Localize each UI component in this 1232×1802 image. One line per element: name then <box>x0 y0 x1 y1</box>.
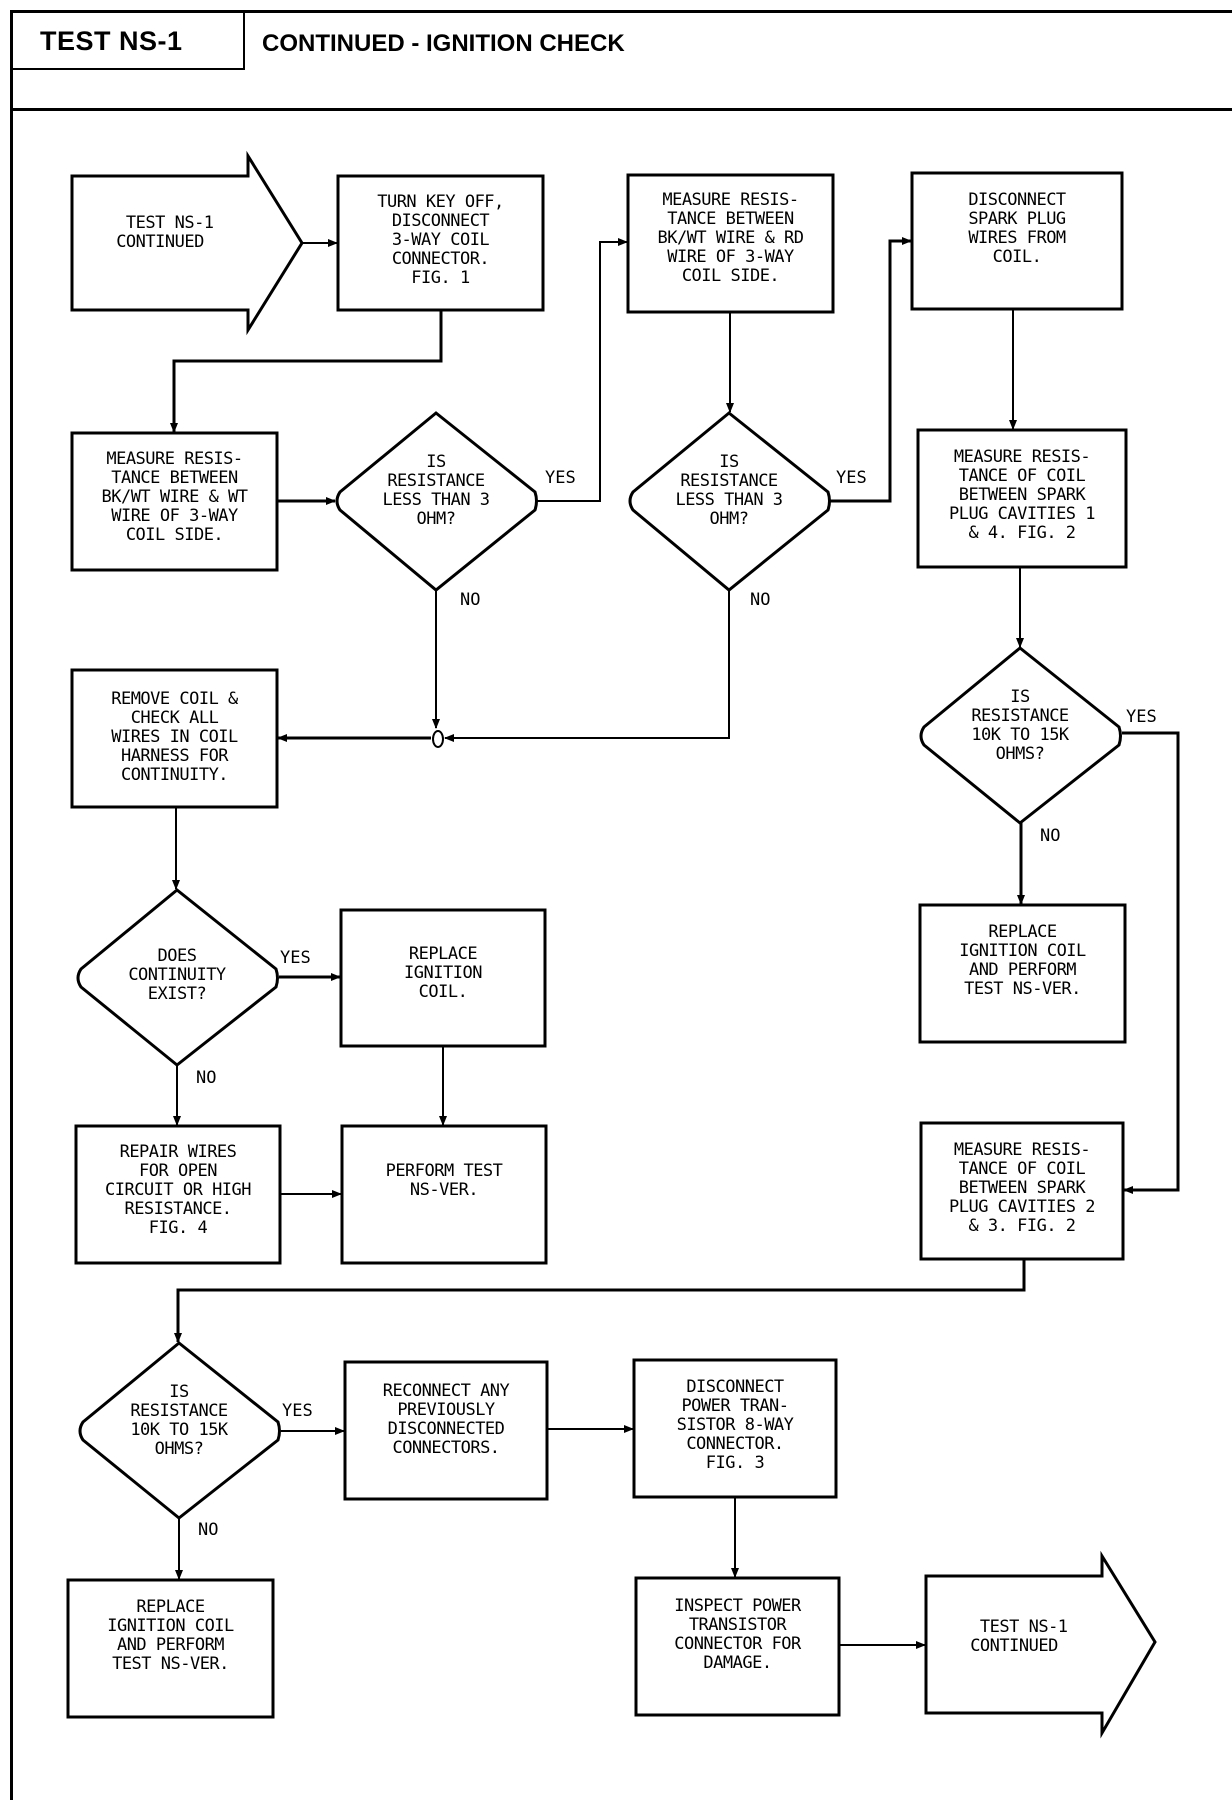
replace-coil-b-text: REPLACE IGNITION COIL. <box>404 944 482 1002</box>
end-arrow-shape <box>924 1550 1157 1739</box>
inspect-transistor-box-visible <box>634 1576 841 1717</box>
edge-decision-b-no <box>444 590 730 742</box>
measure-cav-1-4-box <box>916 428 1128 569</box>
test-id: TEST NS-1 <box>40 26 183 56</box>
decision-10k-a-yes-label: YES <box>1126 707 1157 727</box>
replace-coil-a-text: REPLACE IGNITION COIL AND PERFORM TEST N… <box>959 922 1086 999</box>
end-arrow-text: TEST NS-1 CONTINUED <box>970 1617 1068 1656</box>
decision-10k-b-yes-label: YES <box>282 1401 313 1421</box>
decision-lt3-a-yes-label: YES <box>545 468 576 488</box>
decision-lt3-b-text: IS RESISTANCE LESS THAN 3 OHM? <box>675 452 783 529</box>
measure-bkwt-wt-box <box>70 431 279 572</box>
decision-continuity-no-label: NO <box>196 1068 217 1088</box>
turn-key-off-box <box>336 174 545 312</box>
decision-10k-a-no-label: NO <box>1040 826 1061 846</box>
frame-left-border <box>10 10 13 1800</box>
replace-coil-c-box <box>66 1578 275 1719</box>
perform-test-box <box>340 1124 548 1265</box>
reconnect-text: RECONNECT ANY PREVIOUSLY DISCONNECTED CO… <box>382 1381 510 1458</box>
decision-10k-a-text: IS RESISTANCE 10K TO 15K OHMS? <box>971 687 1069 764</box>
test-id-box <box>10 10 245 70</box>
edge-decision-b-yes <box>830 237 912 503</box>
turn-key-off-text: TURN KEY OFF, DISCONNECT 3-WAY COIL CONN… <box>377 192 504 288</box>
replace-coil-b-box <box>339 908 547 1048</box>
decision-lt3-b-no-label: NO <box>750 590 771 610</box>
header-divider <box>10 108 1232 111</box>
decision-lt3-b-yes-label: YES <box>836 468 867 488</box>
repair-wires-text: REPAIR WIRES FOR OPEN CIRCUIT OR HIGH RE… <box>104 1142 252 1238</box>
replace-coil-c-text: REPLACE IGNITION COIL AND PERFORM TEST N… <box>107 1597 234 1674</box>
decision-10k-b-no-label: NO <box>198 1520 219 1540</box>
measure-cav-1-4-text: MEASURE RESIS- TANCE OF COIL BETWEEN SPA… <box>948 447 1096 543</box>
reconnect-box <box>343 1360 549 1501</box>
measure-cav-2-3-box <box>919 1121 1125 1261</box>
start-arrow-text: TEST NS-1 CONTINUED <box>116 213 214 252</box>
edge-decision-10k-a-yes <box>1122 731 1180 1194</box>
replace-coil-a-box <box>918 903 1127 1044</box>
perform-test-text: PERFORM TEST NS-VER. <box>385 1161 503 1200</box>
remove-coil-text: REMOVE COIL & CHECK ALL WIRES IN COIL HA… <box>111 689 238 785</box>
start-arrow-shape <box>70 150 304 336</box>
decision-continuity-text: DOES CONTINUITY EXIST? <box>128 946 226 1004</box>
measure-bkwt-wt-text: MEASURE RESIS- TANCE BETWEEN BK/WT WIRE … <box>101 449 248 545</box>
decision-lt3-a-text: IS RESISTANCE LESS THAN 3 OHM? <box>382 452 490 529</box>
decision-10k-b-text: IS RESISTANCE 10K TO 15K OHMS? <box>130 1382 228 1459</box>
measure-cav-2-3-text: MEASURE RESIS- TANCE OF COIL BETWEEN SPA… <box>948 1140 1096 1236</box>
decision-continuity-yes-label: YES <box>280 948 311 968</box>
page-title: CONTINUED - IGNITION CHECK <box>262 30 625 57</box>
edge-turn-key-off-to-measure-wt <box>170 310 443 433</box>
inspect-transistor-text: INSPECT POWER TRANSISTOR CONNECTOR FOR D… <box>674 1596 801 1673</box>
frame-top-border <box>10 10 1232 13</box>
disconnect-transistor-text: DISCONNECT POWER TRAN- SISTOR 8-WAY CONN… <box>676 1377 794 1473</box>
disconnect-plug-wires-text: DISCONNECT SPARK PLUG WIRES FROM COIL. <box>968 190 1066 267</box>
edge-cav23-to-decision-10k-b <box>174 1259 1026 1343</box>
inspect-transistor-box <box>316 1578 317 1579</box>
measure-bkwt-rd-text: MEASURE RESIS- TANCE BETWEEN BK/WT WIRE … <box>657 190 804 286</box>
decision-lt3-a-no-label: NO <box>460 590 481 610</box>
edge-decision-a-yes <box>537 238 628 502</box>
repair-wires-box <box>74 1124 282 1265</box>
junction-connector <box>432 730 444 748</box>
disconnect-transistor-box <box>632 1358 838 1499</box>
measure-bkwt-rd-box <box>626 173 835 314</box>
disconnect-plug-wires-box <box>910 171 1124 311</box>
